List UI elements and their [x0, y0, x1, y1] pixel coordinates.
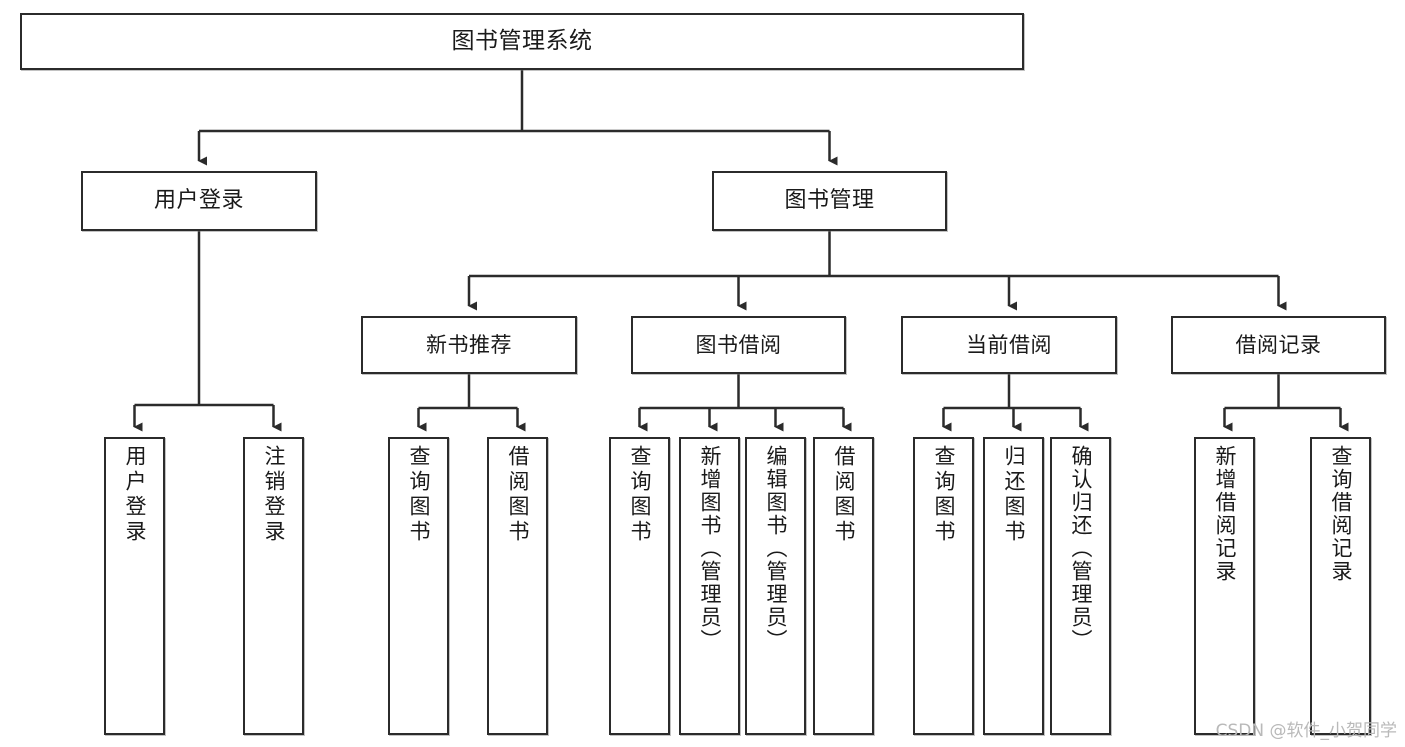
level1-node[interactable]: 图书管理 — [712, 171, 947, 231]
leaf-node[interactable]: 注销登录 — [243, 437, 304, 735]
node-label: 新增借阅记录 — [1213, 445, 1237, 583]
leaf-node[interactable]: 归还图书 — [983, 437, 1044, 735]
node-label: 图书管理 — [784, 188, 875, 214]
leaf-node[interactable]: 查询图书 — [913, 437, 974, 735]
node-label: 用户登录 — [123, 445, 147, 545]
level2-node[interactable]: 图书借阅 — [631, 316, 846, 374]
node-label: 查询图书 — [407, 445, 431, 545]
leaf-node[interactable]: 借阅图书 — [487, 437, 548, 735]
leaf-node[interactable]: 查询图书 — [609, 437, 670, 735]
node-label: 用户登录 — [153, 188, 244, 214]
level2-node[interactable]: 新书推荐 — [361, 316, 577, 374]
level1-node[interactable]: 用户登录 — [81, 171, 317, 231]
node-label: 借阅图书 — [832, 445, 856, 545]
node-label: 借阅图书 — [506, 445, 530, 545]
node-label: 图书管理系统 — [451, 28, 593, 55]
node-label: 查询借阅记录 — [1329, 445, 1353, 583]
root-node[interactable]: 图书管理系统 — [20, 13, 1024, 70]
leaf-node[interactable]: 确认归还（管理员） — [1050, 437, 1111, 735]
node-label: 图书借阅 — [695, 332, 782, 357]
watermark-text: CSDN @软件_小贺同学 — [1215, 721, 1397, 741]
leaf-node[interactable]: 编辑图书（管理员） — [745, 437, 806, 735]
node-label: 借阅记录 — [1235, 332, 1322, 357]
leaf-node[interactable]: 用户登录 — [104, 437, 165, 735]
leaf-node[interactable]: 新增借阅记录 — [1194, 437, 1255, 735]
node-label: 确认归还（管理员） — [1069, 445, 1093, 652]
node-label: 新增图书（管理员） — [698, 445, 722, 652]
node-label: 当前借阅 — [966, 332, 1052, 357]
leaf-node[interactable]: 查询借阅记录 — [1310, 437, 1371, 735]
leaf-node[interactable]: 新增图书（管理员） — [679, 437, 740, 735]
node-label: 注销登录 — [262, 445, 286, 545]
node-label: 查询图书 — [932, 445, 956, 545]
level2-node[interactable]: 借阅记录 — [1171, 316, 1386, 374]
node-label: 归还图书 — [1002, 445, 1026, 545]
leaf-node[interactable]: 借阅图书 — [813, 437, 874, 735]
node-label: 新书推荐 — [426, 332, 512, 357]
level2-node[interactable]: 当前借阅 — [901, 316, 1117, 374]
node-label: 编辑图书（管理员） — [764, 445, 788, 652]
leaf-node[interactable]: 查询图书 — [388, 437, 449, 735]
node-label: 查询图书 — [628, 445, 652, 545]
